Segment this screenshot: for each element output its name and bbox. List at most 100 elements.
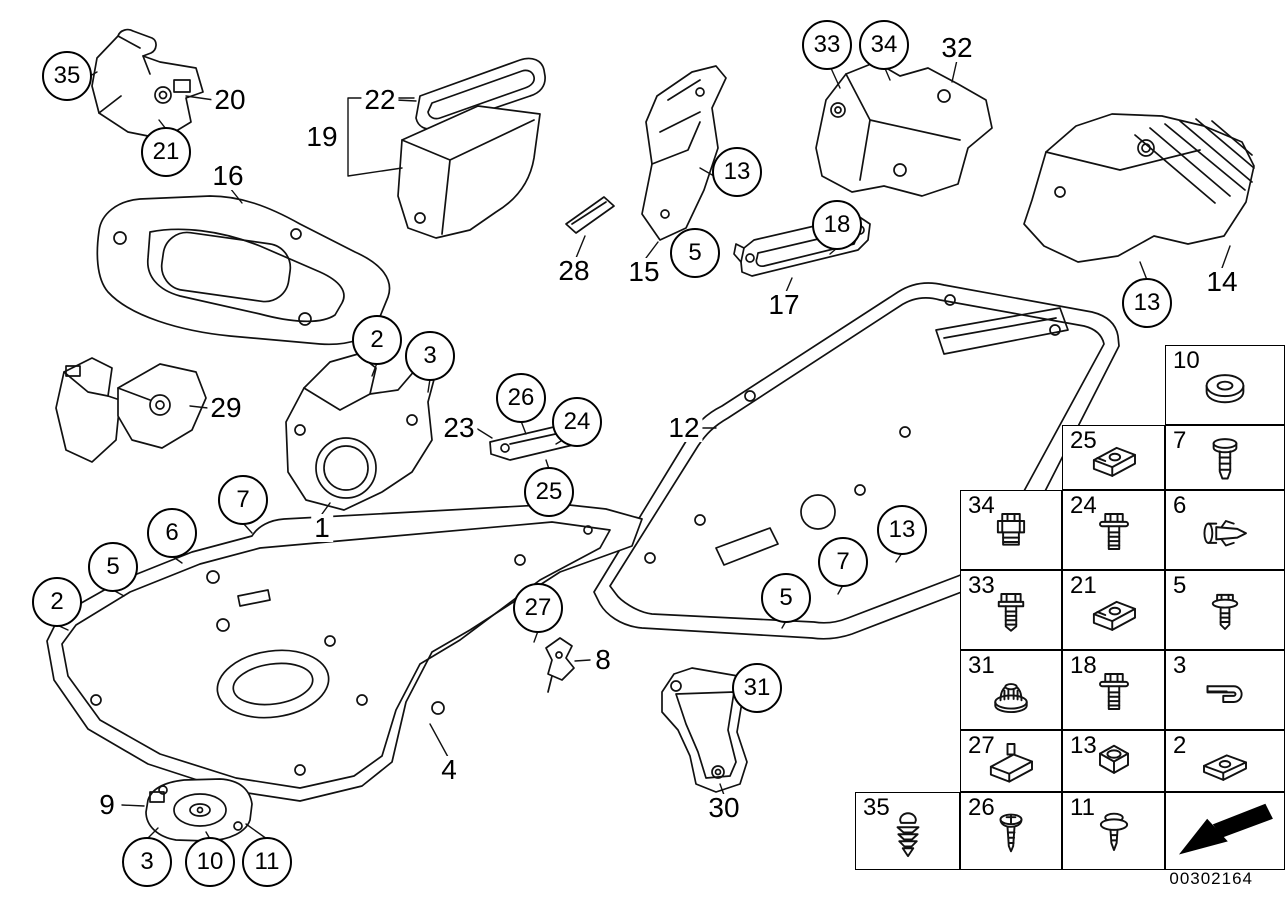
pan-head-screw-icon xyxy=(981,808,1041,864)
callout-circle-7: 7 xyxy=(818,537,868,587)
fastener-cell-2: 2 xyxy=(1165,730,1285,792)
part-14-panel xyxy=(1023,113,1255,263)
fastener-cell-number: 26 xyxy=(968,794,995,821)
fastener-cell-number: 34 xyxy=(968,492,995,519)
fastener-cell-18: 18 xyxy=(1062,650,1165,730)
callout-label-17: 17 xyxy=(765,291,803,319)
callout-circle-31: 31 xyxy=(732,663,782,713)
callout-label-20: 20 xyxy=(211,86,249,114)
fastener-cell-3: 3 xyxy=(1165,650,1285,730)
callout-circle-18: 18 xyxy=(812,200,862,250)
direction-arrow-icon xyxy=(1173,800,1277,862)
edge-clamp-icon xyxy=(1195,667,1255,723)
callout-label-28: 28 xyxy=(555,257,593,285)
washer-grommet-icon xyxy=(1195,362,1255,418)
part-22-scoop xyxy=(415,57,546,130)
fastener-cell-number: 5 xyxy=(1173,572,1187,599)
part-4-panel xyxy=(46,503,643,802)
fastener-cell-number: 6 xyxy=(1173,492,1187,519)
part-15-panel xyxy=(641,65,727,241)
callout-circle-5: 5 xyxy=(761,573,811,623)
flat-speed-nut-icon xyxy=(1195,737,1255,793)
callout-circle-3: 3 xyxy=(122,837,172,887)
fastener-cell-13: 13 xyxy=(1062,730,1165,792)
fastener-cell-number: 13 xyxy=(1070,732,1097,759)
fastener-cell-26: 26 xyxy=(960,792,1062,870)
fastener-cell-11: 11 xyxy=(1062,792,1165,870)
fastener-cell-direction-arrow xyxy=(1165,792,1285,870)
fastener-cell-number: 2 xyxy=(1173,732,1187,759)
fastener-cell-34: 34 xyxy=(960,490,1062,570)
fastener-cell-number: 31 xyxy=(968,652,995,679)
fastener-cell-number: 11 xyxy=(1070,794,1095,821)
document-number: 00302164 xyxy=(1169,869,1253,888)
expanding-clip-icon xyxy=(1195,507,1255,563)
callout-label-9: 9 xyxy=(96,791,118,819)
fastener-cell-24: 24 xyxy=(1062,490,1165,570)
fastener-cell-5: 5 xyxy=(1165,570,1285,650)
fastener-cell-number: 21 xyxy=(1070,572,1097,599)
fastener-cell-6: 6 xyxy=(1165,490,1285,570)
callout-label-29: 29 xyxy=(207,394,245,422)
callout-label-23: 23 xyxy=(440,414,478,442)
callout-circle-2: 2 xyxy=(352,315,402,365)
part-20-bracket xyxy=(91,28,204,140)
callout-label-14: 14 xyxy=(1203,268,1241,296)
callout-circle-6: 6 xyxy=(147,508,197,558)
callout-circle-26: 26 xyxy=(496,373,546,423)
callout-label-12: 12 xyxy=(665,414,703,442)
fastener-cell-number: 18 xyxy=(1070,652,1097,679)
part-29-ducts xyxy=(55,357,207,463)
fastener-cell-number: 10 xyxy=(1173,347,1200,374)
callout-circle-27: 27 xyxy=(513,583,563,633)
callout-circle-33: 33 xyxy=(802,20,852,70)
fastener-cell-number: 33 xyxy=(968,572,995,599)
plastic-grommet-nut-icon xyxy=(981,667,1041,723)
callout-circle-13: 13 xyxy=(877,505,927,555)
callout-label-22: 22 xyxy=(361,86,399,114)
part-16-panel xyxy=(96,195,391,346)
fastener-cell-number: 3 xyxy=(1173,652,1187,679)
part-8-bracket xyxy=(545,637,575,693)
stud-speed-nut-icon xyxy=(981,737,1041,793)
fastener-cell-number: 25 xyxy=(1070,427,1097,454)
fastener-cell-10: 10 xyxy=(1165,345,1285,425)
callout-circle-5: 5 xyxy=(670,228,720,278)
collar-nut-icon xyxy=(981,507,1041,563)
callout-circle-7: 7 xyxy=(218,475,268,525)
callout-circle-13: 13 xyxy=(1122,278,1172,328)
fastener-cell-number: 7 xyxy=(1173,427,1187,454)
hex-flange-bolt-icon xyxy=(1084,507,1144,563)
callout-circle-13: 13 xyxy=(712,147,762,197)
fastener-cell-31: 31 xyxy=(960,650,1062,730)
part-32-bracket xyxy=(815,61,993,197)
hex-washer-screw-icon xyxy=(1195,587,1255,643)
callout-circle-2: 2 xyxy=(32,577,82,627)
washer-screw-icon xyxy=(1084,808,1144,864)
tree-rivet-icon xyxy=(878,808,938,864)
hex-bolt-icon xyxy=(981,587,1041,643)
hex-nut-icon xyxy=(1084,737,1144,793)
callout-circle-24: 24 xyxy=(552,397,602,447)
fastener-cell-33: 33 xyxy=(960,570,1062,650)
callout-circle-10: 10 xyxy=(185,837,235,887)
callout-circle-3: 3 xyxy=(405,331,455,381)
fastener-cell-21: 21 xyxy=(1062,570,1165,650)
fastener-cell-7: 7 xyxy=(1165,425,1285,490)
callout-label-19: 19 xyxy=(303,123,341,151)
fastener-cell-number: 35 xyxy=(863,794,890,821)
callout-label-1: 1 xyxy=(311,514,333,542)
part-9-plate xyxy=(145,778,253,842)
callout-label-15: 15 xyxy=(625,258,663,286)
callout-circle-21: 21 xyxy=(141,127,191,177)
callout-label-30: 30 xyxy=(705,794,743,822)
callout-circle-25: 25 xyxy=(524,467,574,517)
callout-label-8: 8 xyxy=(592,646,614,674)
callout-circle-5: 5 xyxy=(88,542,138,592)
part-1-bracket xyxy=(285,353,437,511)
fastener-cell-27: 27 xyxy=(960,730,1062,792)
expansion-rivet-icon xyxy=(1195,433,1255,489)
fastener-cell-number: 27 xyxy=(968,732,995,759)
hex-flange-bolt-icon xyxy=(1084,667,1144,723)
